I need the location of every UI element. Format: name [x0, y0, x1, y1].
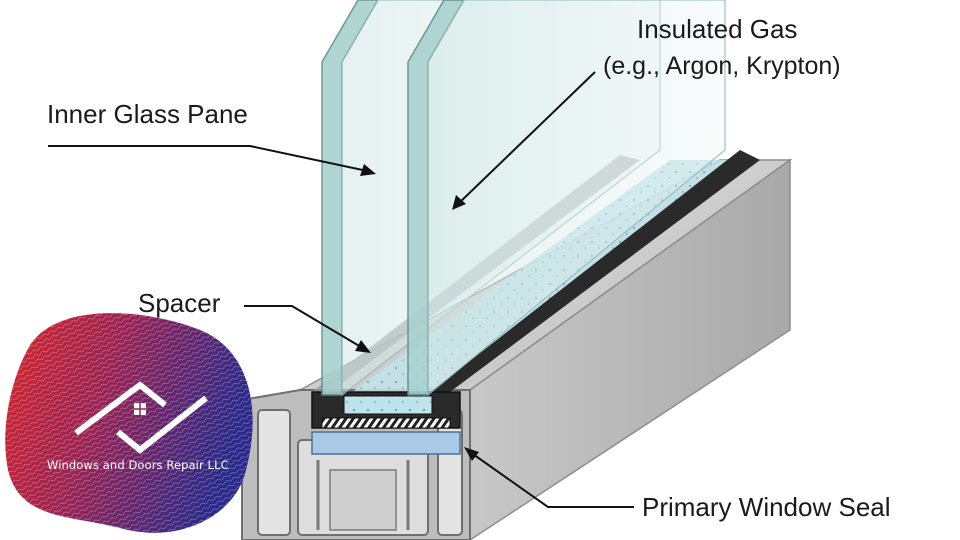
glass-panes: [321, 0, 726, 397]
gas-examples-label: (e.g., Argon, Krypton): [603, 52, 841, 80]
company-logo: [5, 313, 253, 533]
arrowheads: [355, 164, 479, 461]
logo-company-name: Windows and Doors Repair LLC: [47, 458, 229, 472]
spacer-label: Spacer: [138, 288, 221, 318]
inner-glass-pane-label: Inner Glass Pane: [47, 99, 248, 129]
insulated-gas-label: Insulated Gas: [637, 14, 798, 44]
leader-lines: [48, 71, 634, 508]
primary-window-seal-label: Primary Window Seal: [642, 492, 891, 522]
secondary-seal: [430, 150, 760, 392]
spacer: [311, 391, 461, 429]
house-roof-logo-icon: [74, 381, 208, 454]
primary-seal: [311, 431, 461, 455]
